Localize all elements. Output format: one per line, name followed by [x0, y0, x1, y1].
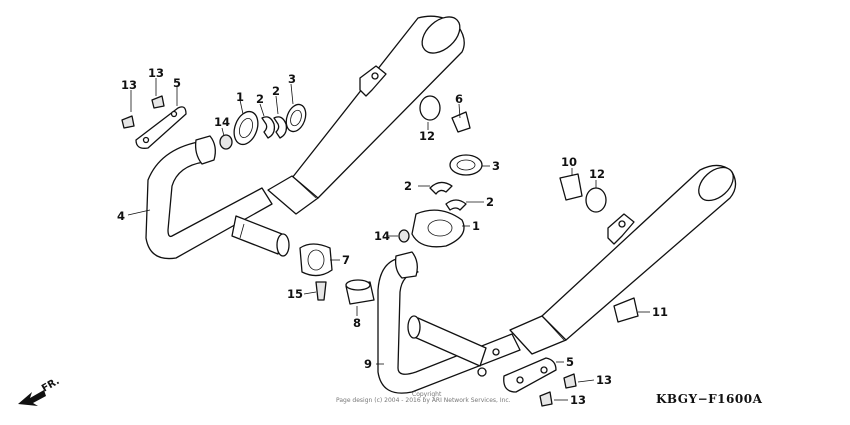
callout-6: 6 — [455, 92, 463, 106]
sleeve-part — [345, 279, 375, 305]
callout-11: 11 — [652, 305, 668, 319]
callout-4: 4 — [117, 209, 125, 223]
callout-2: 2 — [486, 195, 494, 209]
front-label: FR. — [40, 376, 62, 395]
callout-5: 5 — [173, 76, 181, 90]
lower-exhaust-pipe — [377, 164, 737, 394]
clamp-parts — [299, 243, 333, 301]
lower-heat-shield — [503, 357, 577, 407]
callout-numbers: 13 13 5 1 2 2 3 14 4 7 15 8 6 12 3 2 2 1… — [117, 66, 668, 407]
callout-13: 13 — [148, 66, 164, 80]
callout-9: 9 — [364, 357, 372, 371]
callout-2: 2 — [256, 92, 264, 106]
callout-10: 10 — [561, 155, 577, 169]
mount-rubbers — [419, 95, 607, 213]
copyright-line: Page design (c) 2004 - 2016 by ARI Netwo… — [336, 397, 511, 404]
callout-3: 3 — [288, 72, 296, 86]
copyright-title: Copyright — [412, 391, 442, 398]
callout-14: 14 — [214, 115, 230, 129]
callout-2: 2 — [272, 84, 280, 98]
callout-1: 1 — [236, 90, 244, 104]
callout-7: 7 — [342, 253, 350, 267]
callout-2: 2 — [404, 179, 412, 193]
lower-joint-parts — [398, 154, 483, 248]
upper-joint-parts — [219, 103, 307, 150]
upper-exhaust-pipe — [145, 15, 465, 260]
callout-13: 13 — [570, 393, 586, 407]
callout-12: 12 — [419, 129, 435, 143]
callout-12: 12 — [589, 167, 605, 181]
leader-lines — [127, 78, 650, 401]
callout-5: 5 — [566, 355, 574, 369]
front-direction-arrow: FR. — [18, 376, 62, 406]
clip-nut — [613, 297, 639, 323]
callout-8: 8 — [353, 316, 361, 330]
callout-15: 15 — [287, 287, 303, 301]
callout-13: 13 — [121, 78, 137, 92]
upper-heat-shield — [121, 95, 187, 149]
callout-14: 14 — [374, 229, 390, 243]
callout-3: 3 — [492, 159, 500, 173]
diagram-code: KBGY−F1600A — [656, 392, 763, 406]
callout-13: 13 — [596, 373, 612, 387]
callout-1: 1 — [472, 219, 480, 233]
